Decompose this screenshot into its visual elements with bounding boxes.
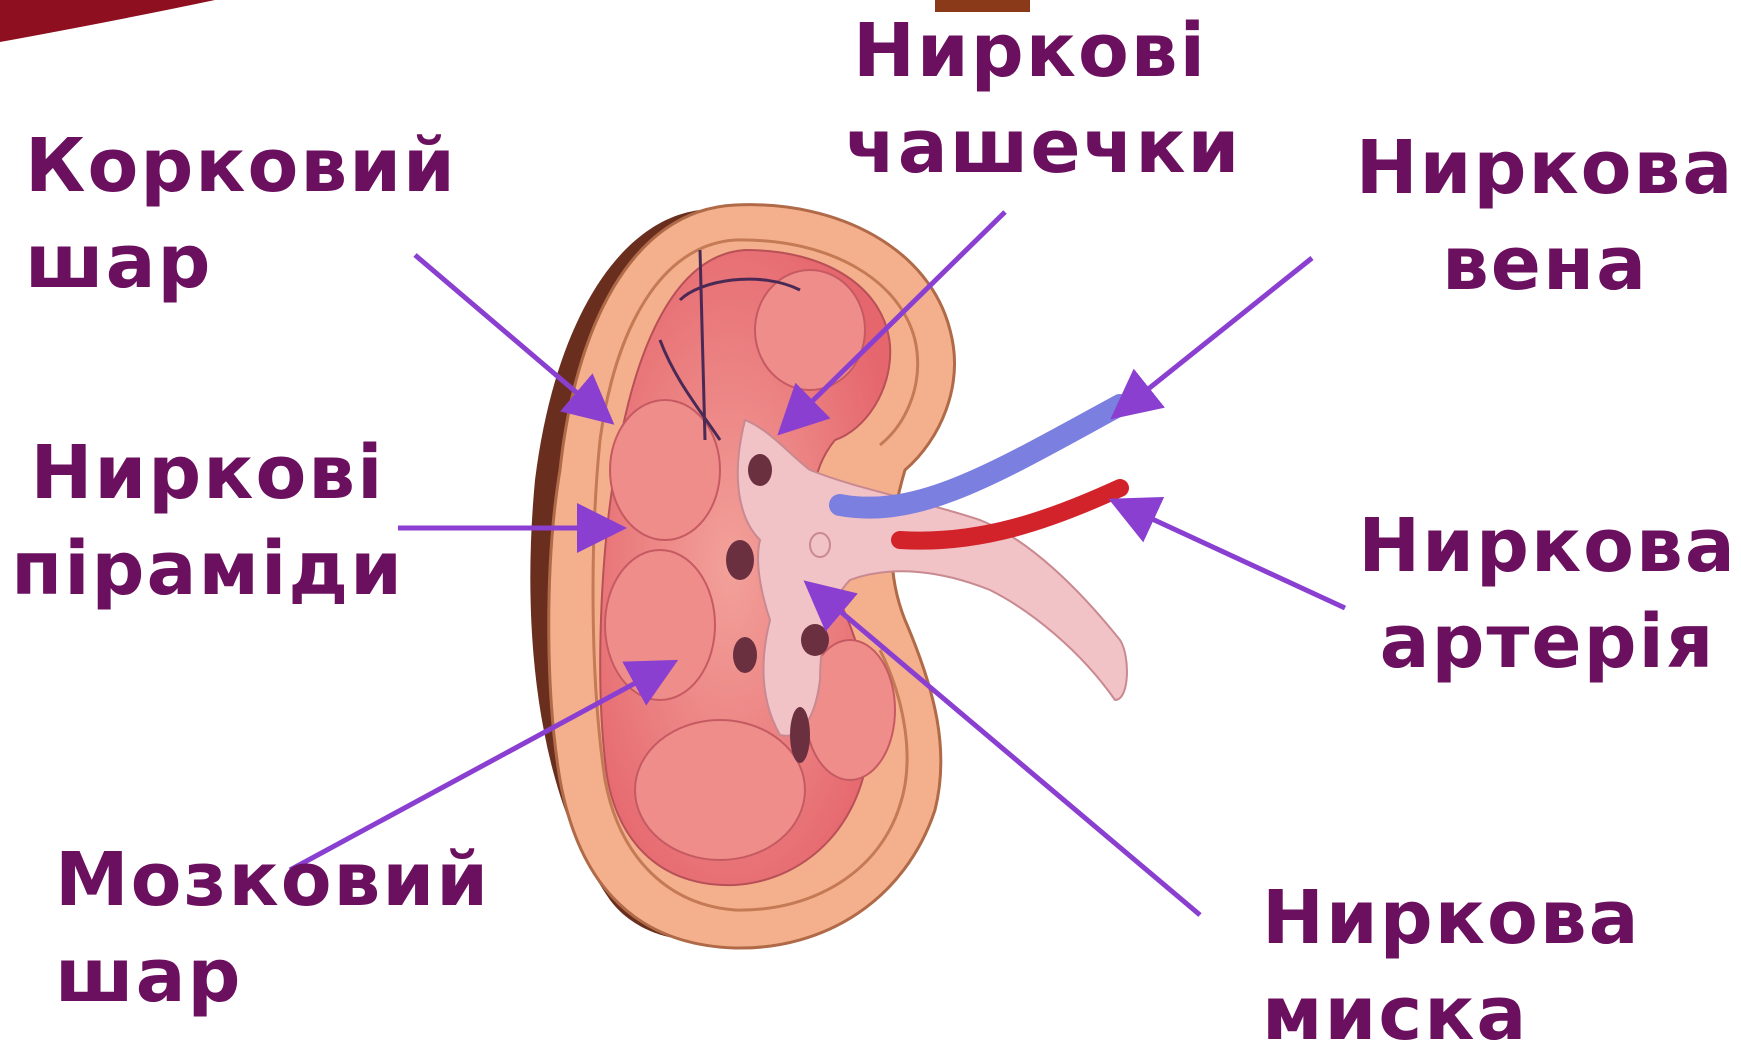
label-artery: Ниркова артерія (1355, 498, 1740, 690)
label-calyces-line2: чашечки (845, 99, 1215, 195)
label-calyces: Ниркові чашечки (845, 3, 1215, 195)
label-pyramids-line1: Ниркові (5, 425, 410, 521)
label-pyramids-line2: піраміди (5, 521, 410, 617)
label-medulla: Мозковий шар (55, 832, 490, 1024)
arrow-artery (1122, 505, 1345, 608)
label-calyces-line1: Ниркові (845, 3, 1215, 99)
label-artery-line1: Ниркова (1355, 498, 1740, 594)
label-vein: Ниркова вена (1355, 120, 1735, 312)
slide-corner-swoosh (0, 0, 215, 42)
label-cortex-line2: шар (25, 214, 457, 310)
arrow-vein (1122, 258, 1312, 410)
label-artery-line2: артерія (1355, 594, 1740, 690)
label-vein-line1: Ниркова (1355, 120, 1735, 216)
label-pelvis-line2: миска (1262, 966, 1641, 1062)
label-cortex: Корковий шар (25, 118, 457, 310)
label-pelvis-line1: Ниркова (1262, 870, 1641, 966)
label-vein-line2: вена (1355, 216, 1735, 312)
label-pelvis: Ниркова миска (1262, 870, 1641, 1062)
label-cortex-line1: Корковий (25, 118, 457, 214)
label-pyramids: Ниркові піраміди (5, 425, 410, 617)
label-medulla-line1: Мозковий (55, 832, 490, 928)
label-medulla-line2: шар (55, 928, 490, 1024)
